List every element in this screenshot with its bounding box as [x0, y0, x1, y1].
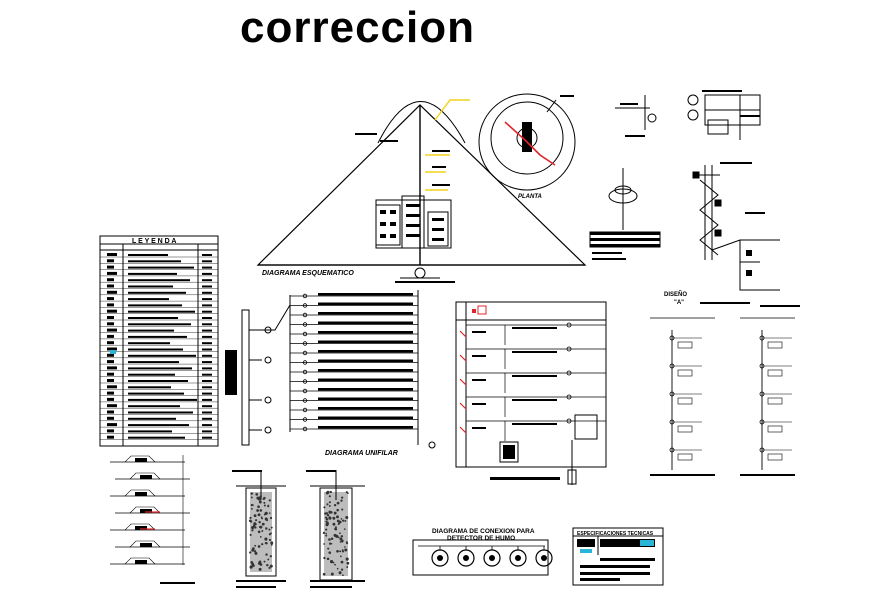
- legend-symbol: [107, 253, 117, 256]
- step-diagram: [110, 455, 195, 584]
- legend-symbol: [107, 379, 114, 382]
- lightning-plan-view: [478, 93, 576, 191]
- riser-diagram: [455, 301, 607, 485]
- legend-symbol: [107, 334, 114, 338]
- legend-symbol: [107, 316, 114, 319]
- legend-title: L E Y E N D A: [132, 238, 176, 245]
- legend-symbol: [107, 429, 114, 433]
- specs-title: ESPECIFICACIONES TECNICAS: [577, 531, 654, 537]
- legend-symbol: [107, 423, 117, 427]
- legend-symbol: [107, 297, 114, 301]
- legend-symbol: [107, 404, 117, 408]
- legend-symbol: [107, 391, 114, 395]
- legend-symbol: [107, 366, 117, 370]
- legend-symbol: [107, 271, 117, 275]
- legend-symbol: [107, 341, 114, 345]
- legend-symbol: [107, 353, 114, 357]
- grounding-details: [615, 90, 761, 140]
- schematic-label: DIAGRAMA ESQUEMATICO: [262, 270, 354, 277]
- unifilar-diagram: [225, 290, 419, 446]
- legend-symbol: [107, 385, 117, 389]
- legend-symbol: [107, 309, 117, 313]
- unifilar-label: DIAGRAMA UNIFILAR: [325, 450, 398, 457]
- mast-detail: [692, 162, 800, 307]
- design-label: DISEÑO: [664, 291, 687, 298]
- legend-symbol: [107, 284, 114, 288]
- unifilar-circuits: [264, 293, 436, 449]
- page-title: correccion: [240, 3, 475, 52]
- smoke-detector-diagram: [412, 539, 549, 576]
- air-terminal-detail: [589, 168, 661, 260]
- smoke-title-line2: DETECTOR DE HUMO: [447, 535, 515, 542]
- legend-symbol: [107, 259, 114, 263]
- right-risers: [650, 317, 795, 476]
- legend-symbol: [107, 360, 114, 364]
- plan-label: PLANTA: [518, 194, 542, 200]
- legend-symbol: [107, 435, 114, 439]
- legend-symbol: [107, 347, 117, 351]
- legend-symbol: [107, 290, 117, 294]
- legend-rows: [100, 253, 218, 440]
- legend-symbol: [107, 278, 114, 282]
- smoke-detectors: [418, 545, 553, 567]
- legend-symbol: [107, 410, 114, 414]
- gravel-fill: [248, 490, 350, 577]
- lightning-protection-diagram: [256, 99, 587, 283]
- legend-symbol: [107, 303, 114, 307]
- riser-floors: [459, 305, 606, 441]
- legend-symbol: [107, 372, 114, 376]
- specs-table: [572, 527, 664, 586]
- legend-symbol: [107, 322, 114, 326]
- legend-symbol: [107, 328, 117, 332]
- legend-symbol: [107, 416, 114, 420]
- legend-symbol: [107, 265, 114, 269]
- smoke-title-line1: DIAGRAMA DE CONEXION PARA: [432, 528, 535, 535]
- design-sub-label: "A": [674, 300, 684, 306]
- legend-symbol: [107, 397, 114, 401]
